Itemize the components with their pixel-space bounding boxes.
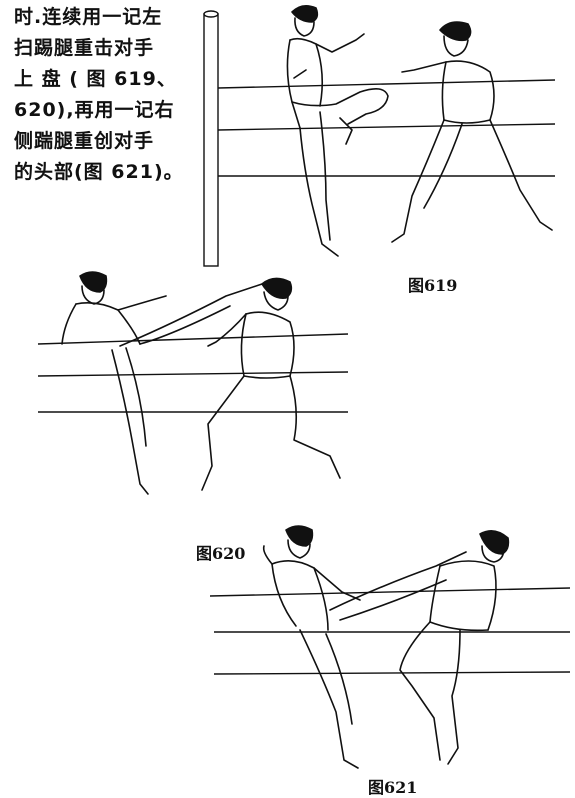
figure-620-drawing [37, 271, 349, 495]
figure-621-drawing [209, 525, 571, 769]
fighter-left [286, 4, 389, 257]
ring-rope [213, 671, 571, 675]
instruction-text: 时.连续用一记左 扫踢腿重击对手 上 盘 ( 图 619、 620),再用一记右… [14, 2, 204, 188]
text-line: 上 盘 ( 图 619、 [14, 68, 177, 90]
fighter-left [262, 525, 467, 769]
figure-caption: 图619 [408, 276, 458, 295]
ring-rope [37, 333, 349, 345]
ring-post [203, 13, 219, 267]
ring-post-top [203, 10, 219, 18]
fighter-right [201, 277, 341, 491]
figure-caption: 图620 [196, 544, 246, 563]
figure-caption: 图621 [368, 778, 418, 797]
figure-619-drawing [203, 4, 556, 267]
ring-rope [209, 587, 571, 597]
text-line: 时.连续用一记左 [14, 6, 163, 28]
fighter-right [391, 21, 553, 243]
ring-rope [217, 79, 556, 89]
fighter-left [61, 271, 263, 495]
fighter-right [399, 530, 510, 765]
text-line: 扫踢腿重击对手 [14, 37, 155, 59]
text-line: 的头部(图 621)。 [14, 161, 184, 183]
text-line: 620),再用一记右 [14, 99, 175, 121]
text-line: 侧踹腿重创对手 [14, 130, 155, 152]
ring-rope [217, 123, 556, 131]
ring-rope [37, 371, 349, 377]
